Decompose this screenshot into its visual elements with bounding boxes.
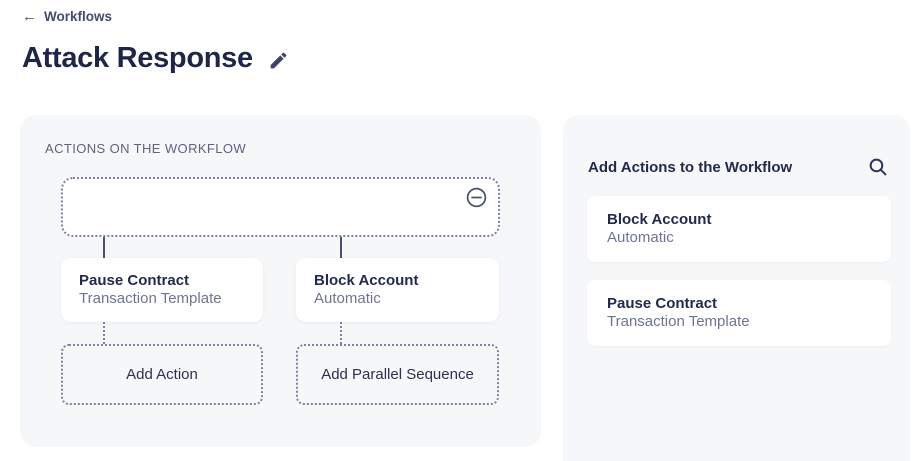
add-action-button[interactable]: Add Action	[61, 344, 263, 405]
search-icon[interactable]	[868, 157, 888, 177]
connector-line	[340, 237, 342, 258]
workflow-node-block-account[interactable]: Block Account Automatic	[296, 258, 499, 322]
library-action-block-account[interactable]: Block Account Automatic	[587, 196, 891, 262]
back-to-workflows-link[interactable]: ← Workflows	[22, 9, 112, 24]
library-action-pause-contract[interactable]: Pause Contract Transaction Template	[587, 280, 891, 346]
connector-dotted-line	[340, 322, 342, 344]
add-parallel-sequence-label: Add Parallel Sequence	[321, 366, 474, 383]
page-title: Attack Response	[22, 42, 253, 74]
add-action-label: Add Action	[126, 366, 198, 383]
node-title: Pause Contract	[79, 272, 190, 289]
node-subtitle: Automatic	[314, 290, 381, 307]
workflow-node-pause-contract[interactable]: Pause Contract Transaction Template	[61, 258, 263, 322]
action-title: Pause Contract	[607, 295, 718, 312]
workflow-section-label: ACTIONS ON THE WORKFLOW	[45, 141, 247, 156]
page-title-row: Attack Response	[22, 42, 289, 75]
minus-circle-icon[interactable]	[466, 187, 487, 208]
action-title: Block Account	[607, 211, 712, 228]
connector-dotted-line	[103, 322, 105, 344]
connector-line	[103, 237, 105, 258]
back-link-label: Workflows	[44, 9, 113, 24]
node-subtitle: Transaction Template	[79, 290, 222, 307]
edit-title-pencil-icon[interactable]	[268, 50, 289, 71]
action-library-header: Add Actions to the Workflow	[588, 159, 793, 176]
add-parallel-sequence-button[interactable]: Add Parallel Sequence	[296, 344, 499, 405]
action-subtitle: Transaction Template	[607, 313, 750, 330]
action-library-panel: Add Actions to the Workflow Block Accoun…	[563, 115, 910, 461]
workflow-canvas-panel: ACTIONS ON THE WORKFLOW Pause Contract T…	[20, 115, 541, 447]
node-title: Block Account	[314, 272, 419, 289]
workflow-root-dropzone[interactable]	[61, 177, 500, 237]
action-subtitle: Automatic	[607, 229, 674, 246]
arrow-left-icon: ←	[22, 8, 37, 25]
